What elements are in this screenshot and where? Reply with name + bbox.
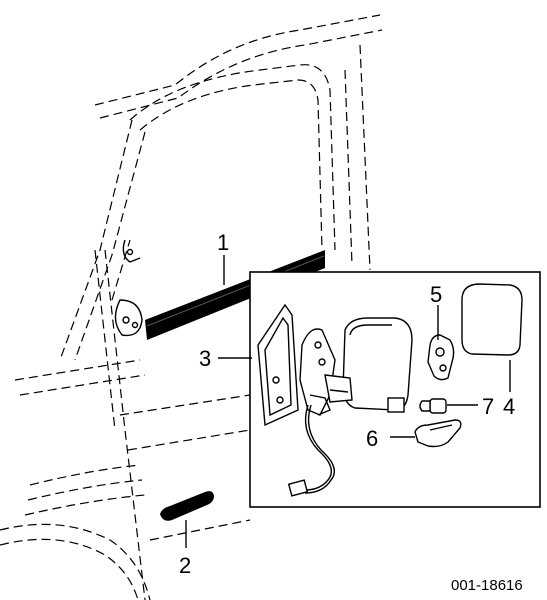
door-outline xyxy=(0,14,383,600)
callout-7: 7 xyxy=(482,394,494,419)
wiring-harness xyxy=(287,404,335,497)
turn-signal-bulb xyxy=(419,398,447,414)
mirror-housing xyxy=(324,317,413,413)
callout-4: 4 xyxy=(503,394,515,419)
mirror-motor xyxy=(427,334,455,381)
callout-2: 2 xyxy=(179,553,191,578)
lower-molding xyxy=(160,491,214,521)
leader-lines xyxy=(185,255,511,548)
turn-signal-lens xyxy=(414,419,462,448)
callout-6: 6 xyxy=(366,426,378,451)
callout-5: 5 xyxy=(430,282,442,307)
mirror-bracket xyxy=(299,328,336,416)
mirror-glass xyxy=(461,283,523,356)
callout-1: 1 xyxy=(217,230,229,255)
mirror-gasket xyxy=(257,303,299,427)
callout-3: 3 xyxy=(199,346,211,371)
reference-number: 001-18616 xyxy=(451,577,523,594)
